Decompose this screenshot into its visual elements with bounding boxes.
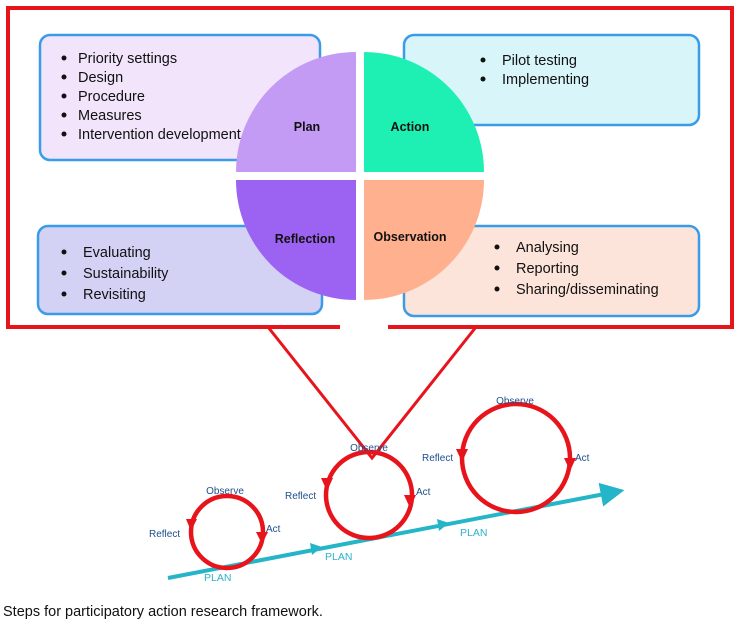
- cycle-3-reflect-label: Reflect: [422, 453, 453, 464]
- cycle-2: Observe Act Reflect PLAN: [285, 443, 431, 563]
- observation-box-item: Analysing: [516, 240, 579, 256]
- cycle-quadrants: Plan Action Reflection Observation: [236, 52, 484, 300]
- reflection-quadrant: [236, 180, 356, 300]
- plan-box-item: Measures: [78, 108, 142, 124]
- plan-box-item: Design: [78, 70, 123, 86]
- plan-quadrant-label: Plan: [294, 120, 320, 134]
- cycle-1: Observe Act Reflect PLAN: [149, 486, 281, 584]
- plan-box-list: Priority settings Design Procedure Measu…: [61, 51, 241, 143]
- observation-box-item: Reporting: [516, 261, 579, 277]
- plan-quadrant: [236, 52, 356, 172]
- cycle-1-reflect-label: Reflect: [149, 529, 180, 540]
- cycle-1-arrow-icon: [186, 519, 197, 531]
- cycle-3-arrow-icon: [456, 449, 468, 462]
- cycle-3: Observe Act Reflect PLAN: [422, 396, 590, 539]
- reflection-box-list: Evaluating Sustainability Revisiting: [61, 245, 169, 303]
- reflection-box-item: Sustainability: [83, 266, 169, 282]
- plan-box-item: Priority settings: [78, 51, 177, 67]
- zoom-frame: [6, 6, 734, 329]
- observation-box-list: Analysing Reporting Sharing/disseminatin…: [494, 240, 659, 298]
- observation-quadrant: [364, 180, 484, 300]
- action-box-item: Implementing: [502, 72, 589, 88]
- cycle-2-plan-label: PLAN: [325, 551, 352, 563]
- cycle-2-act-label: Act: [416, 487, 431, 498]
- arrow-chevrons: [310, 519, 449, 555]
- cycle-1-arrow-icon: [256, 532, 268, 544]
- cycle-3-arrow-icon: [564, 458, 576, 471]
- cycle-2-arrow-icon: [321, 478, 333, 491]
- plan-box-item: Intervention development: [78, 127, 241, 143]
- cycle-3-observe-label: Observe: [496, 396, 534, 407]
- cycle-2-reflect-label: Reflect: [285, 491, 316, 502]
- action-box-item: Pilot testing: [502, 53, 577, 69]
- cycle-1-observe-label: Observe: [206, 486, 244, 497]
- cycle-1-act-label: Act: [266, 524, 281, 535]
- observation-quadrant-label: Observation: [374, 230, 447, 244]
- reflection-box-item: Evaluating: [83, 245, 151, 261]
- reflection-box-item: Revisiting: [83, 287, 146, 303]
- reflection-quadrant-label: Reflection: [275, 232, 335, 246]
- cycle-2-loop: [323, 449, 415, 541]
- cycle-2-arrow-icon: [404, 495, 416, 508]
- observation-box-item: Sharing/disseminating: [516, 282, 659, 298]
- figure-caption: Steps for participatory action research …: [3, 604, 323, 620]
- cycle-3-plan-label: PLAN: [460, 527, 487, 539]
- zoom-funnel: [266, 326, 478, 461]
- cycle-3-loop: [459, 401, 573, 515]
- action-quadrant: [364, 52, 484, 172]
- cycle-2-observe-label: Observe: [350, 443, 388, 454]
- action-box-list: Pilot testing Implementing: [480, 53, 589, 88]
- cycle-1-plan-label: PLAN: [204, 572, 231, 584]
- cycle-3-act-label: Act: [575, 453, 590, 464]
- action-quadrant-label: Action: [391, 120, 430, 134]
- plan-box-item: Procedure: [78, 89, 145, 105]
- cycle-1-loop: [188, 493, 266, 571]
